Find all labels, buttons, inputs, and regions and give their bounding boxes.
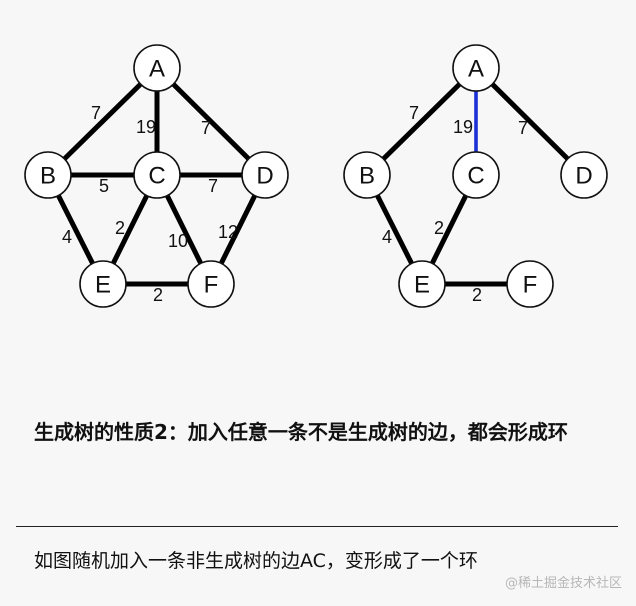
node-label-c: C — [148, 163, 165, 190]
watermark: @稀土掘金技术社区 — [504, 576, 622, 591]
node-c — [452, 151, 500, 199]
node-f — [187, 260, 235, 308]
node-label-f: F — [204, 272, 219, 299]
explanation-caption: 如图随机加入一条非生成树的边AC，变形成了一个环 — [34, 550, 478, 572]
spanning-tree-with-added-edge: 7 19 7 4 2 2 A B C D E F — [343, 44, 608, 308]
node-label-b: B — [40, 163, 56, 190]
edge-weight-a-d: 7 — [201, 118, 211, 138]
node-label-b: B — [359, 163, 375, 190]
edge-weight-b-c: 5 — [99, 176, 109, 196]
edge-a-d — [154, 65, 268, 178]
node-label-d: D — [256, 163, 273, 190]
edge-weight-a-b: 7 — [409, 103, 419, 123]
edge-a-b — [45, 65, 160, 178]
edge-a-d — [473, 65, 587, 178]
edge-weight-a-c: 19 — [453, 117, 473, 137]
node-e — [79, 260, 127, 308]
edge-weight-a-c: 19 — [136, 117, 156, 137]
edge-weight-b-e: 4 — [62, 227, 72, 247]
edge-weight-c-e: 2 — [434, 218, 444, 238]
node-label-a: A — [149, 56, 165, 83]
node-d — [560, 151, 608, 199]
graph-diagrams: 7 19 7 5 7 4 2 10 12 2 A B C D E F 7 19 7 4 2 2 A B C D E F — [24, 44, 608, 308]
edge-weight-c-f: 10 — [168, 231, 188, 251]
edge-weight-a-b: 7 — [91, 103, 101, 123]
node-f — [506, 260, 554, 308]
node-c — [133, 151, 181, 199]
node-d — [241, 151, 289, 199]
edge-weight-c-d: 7 — [208, 176, 218, 196]
node-b — [343, 151, 391, 199]
edge-weight-e-f: 2 — [472, 285, 482, 305]
node-e — [398, 260, 446, 308]
original-graph: 7 19 7 5 7 4 2 10 12 2 A B C D E F — [24, 44, 289, 308]
node-label-e: E — [414, 272, 430, 299]
node-label-f: F — [523, 272, 538, 299]
edge-weight-a-d: 7 — [518, 118, 528, 138]
node-a — [452, 44, 500, 92]
divider-line — [16, 526, 618, 527]
edge-weight-c-e: 2 — [115, 218, 125, 238]
node-label-d: D — [575, 163, 592, 190]
edge-weight-b-e: 4 — [382, 227, 392, 247]
node-label-c: C — [467, 163, 484, 190]
node-a — [133, 44, 181, 92]
node-b — [24, 151, 72, 199]
edge-weight-d-f: 12 — [218, 222, 238, 242]
node-label-a: A — [468, 56, 484, 83]
edge-a-b — [364, 65, 479, 178]
edge-weight-e-f: 2 — [153, 285, 163, 305]
property-heading: 生成树的性质2：加入任意一条不是生成树的边，都会形成环 — [34, 420, 568, 444]
node-label-e: E — [95, 272, 111, 299]
